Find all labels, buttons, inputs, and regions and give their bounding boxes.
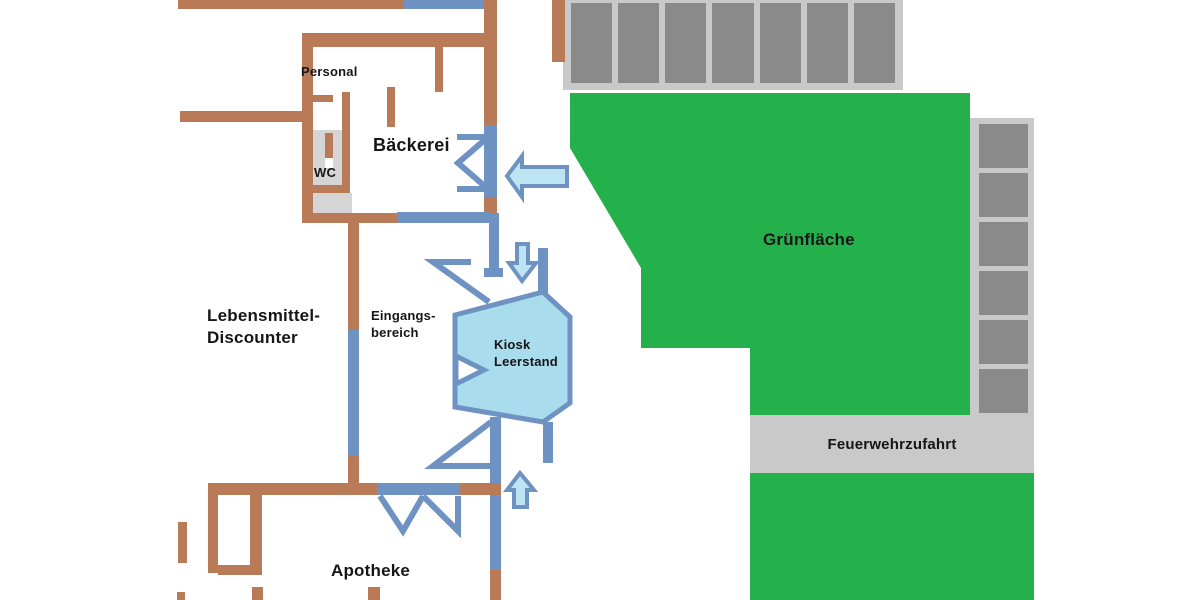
room-label-eingangsbereich: Eingangs- bereich <box>371 307 436 341</box>
fire-access-lane: Feuerwehrzufahrt <box>750 415 1034 473</box>
wall-segment <box>460 483 501 495</box>
parking-stall <box>979 320 1028 364</box>
room-label-kiosk-line2: Leerstand <box>494 354 558 369</box>
wall-stub <box>552 0 565 62</box>
wall-stub <box>178 522 187 563</box>
window-segment <box>490 495 501 570</box>
kiosk-door-notch <box>453 351 490 389</box>
door-swing-entrance-north <box>423 259 491 305</box>
room-label-eingang-line2: bereich <box>371 325 419 340</box>
wall-segment <box>250 495 262 575</box>
wall-stub <box>368 587 380 600</box>
wall-segment <box>348 223 359 330</box>
wall-segment <box>348 455 359 483</box>
kiosk-north-wall <box>538 248 548 305</box>
window-segment <box>348 330 359 455</box>
wall-segment <box>180 111 302 122</box>
wall-segment <box>313 185 350 193</box>
door-swing-entrance-south <box>424 419 493 469</box>
parking-stall <box>665 3 707 83</box>
window-segment <box>377 483 460 495</box>
door-swing-apotheke-right <box>420 493 461 539</box>
room-label-wc: WC <box>314 165 337 180</box>
wall-stub <box>435 47 443 92</box>
window-segment <box>404 0 484 9</box>
arrow-down-icon <box>505 242 541 285</box>
room-label-kiosk-line1: Kiosk <box>494 337 531 352</box>
parking-row-top <box>563 0 903 90</box>
room-label-eingang-line1: Eingangs- <box>371 308 436 323</box>
window-segment <box>397 212 489 223</box>
wall-segment <box>178 0 404 9</box>
window-segment <box>489 213 499 268</box>
wall-stub <box>177 592 185 600</box>
green-area-polygon <box>570 93 970 415</box>
parking-stall <box>979 222 1028 266</box>
wc-door-gap <box>325 158 333 168</box>
room-label-discounter-line2: Discounter <box>207 328 298 347</box>
wall-segment <box>490 570 501 600</box>
wall-segment <box>342 92 350 187</box>
wall-segment <box>484 197 497 214</box>
fire-lane-label: Feuerwehrzufahrt <box>827 435 957 453</box>
parking-stall <box>979 271 1028 315</box>
window-segment <box>484 125 497 197</box>
wall-segment <box>208 495 218 573</box>
room-label-apotheke: Apotheke <box>331 561 411 580</box>
green-area-south <box>750 473 1034 600</box>
wc-divider-wall <box>325 133 333 158</box>
door-swing-apotheke-left <box>377 494 426 537</box>
parking-stall <box>806 3 848 83</box>
arrow-up-icon <box>502 469 539 509</box>
area-label-gruenflaeche: Grünfläche <box>763 230 855 249</box>
wall-segment <box>218 565 250 575</box>
wall-segment <box>484 0 497 125</box>
parking-stall <box>979 369 1028 413</box>
wall-segment <box>302 47 313 223</box>
arrow-left-icon <box>504 150 569 204</box>
wall-segment <box>208 483 377 495</box>
wall-stub <box>387 87 395 127</box>
wall-stub <box>313 95 333 102</box>
parking-stall <box>712 3 754 83</box>
storage-floor <box>313 193 352 213</box>
wall-segment <box>252 587 263 600</box>
parking-stall <box>571 3 613 83</box>
parking-stall <box>759 3 801 83</box>
parking-stall <box>979 124 1028 168</box>
room-label-personal: Personal <box>301 64 358 79</box>
window-segment <box>484 268 503 277</box>
room-label-kiosk: Kiosk Leerstand <box>494 336 558 370</box>
kiosk-south-wall <box>543 422 553 463</box>
parking-row-right <box>970 118 1034 416</box>
wall-segment <box>302 33 497 47</box>
parking-stall <box>618 3 660 83</box>
room-label-discounter-line1: Lebensmittel- <box>207 306 321 325</box>
window-segment <box>490 417 501 483</box>
wall-segment <box>302 213 397 223</box>
room-label-discounter: Lebensmittel- Discounter <box>207 305 320 349</box>
room-label-baeckerei: Bäckerei <box>373 135 450 155</box>
parking-stall <box>853 3 895 83</box>
parking-stall <box>979 173 1028 217</box>
